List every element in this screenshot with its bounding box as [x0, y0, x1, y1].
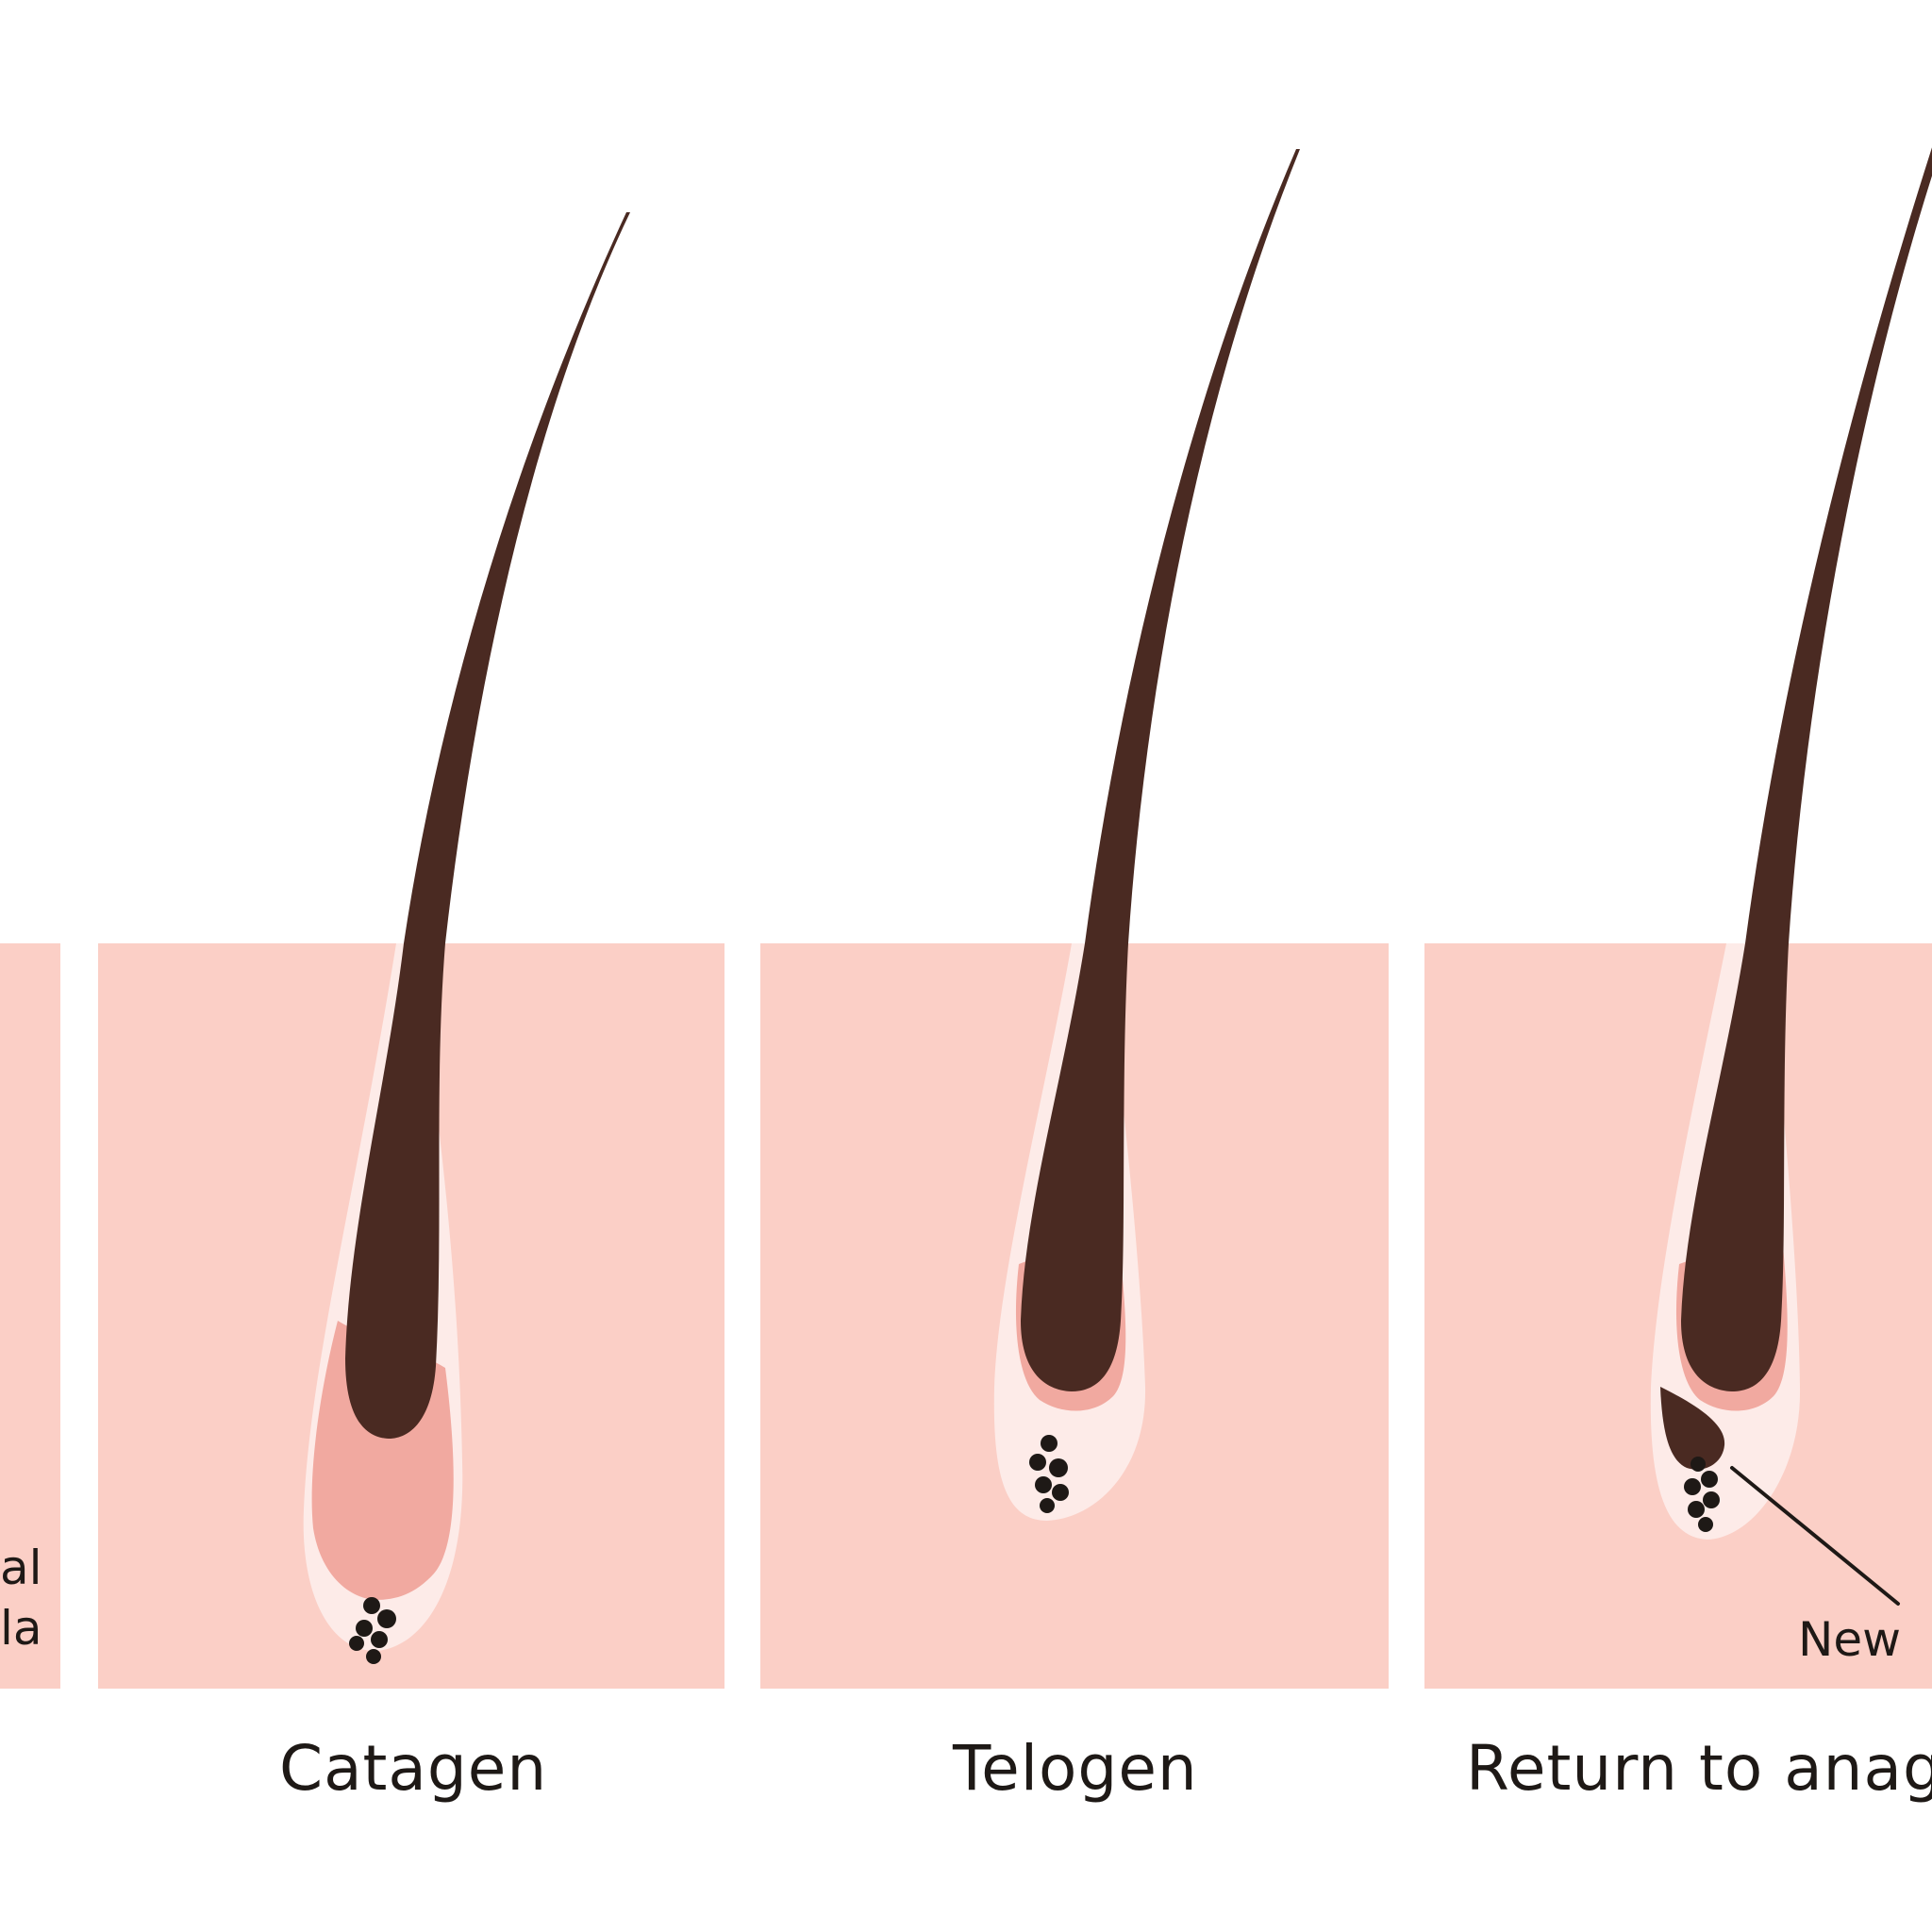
catagen-hair-shaft	[345, 212, 630, 1439]
anagen-papilla-dot	[1703, 1491, 1720, 1508]
anagen-papilla-dot	[1690, 1457, 1706, 1472]
catagen-papilla-dot	[363, 1597, 380, 1614]
stage-label-telogen: Telogen	[953, 1732, 1198, 1805]
new-hair-pointer-line	[1730, 1466, 1900, 1606]
new-hair-bud	[1660, 1387, 1725, 1470]
stage-label-catagen: Catagen	[279, 1732, 548, 1805]
telogen-papilla-dot	[1049, 1458, 1068, 1477]
telogen-papilla-dot	[1029, 1454, 1046, 1471]
left-annotation-line1: al	[0, 1541, 42, 1595]
left-annotation-line2: la	[0, 1601, 42, 1656]
catagen-papilla-dot	[356, 1620, 373, 1637]
anagen-papilla-dot	[1698, 1517, 1713, 1532]
telogen-papilla-dot	[1035, 1476, 1052, 1493]
catagen-papilla-dot	[377, 1609, 396, 1628]
skin-panel-partial	[0, 943, 60, 1689]
catagen-papilla-dot	[371, 1631, 388, 1648]
anagen-papilla-dot	[1701, 1471, 1718, 1488]
stage-label-return-to-anagen: Return to anag	[1466, 1732, 1932, 1805]
catagen-follicle	[303, 212, 630, 1664]
new-hair-label: New	[1798, 1612, 1902, 1667]
telogen-hair-shaft	[1021, 149, 1300, 1391]
catagen-papilla-dot	[366, 1649, 381, 1664]
telogen-papilla-dot	[1052, 1484, 1069, 1501]
telogen-follicle	[993, 149, 1300, 1521]
anagen-hair-shaft	[1681, 147, 1932, 1391]
catagen-papilla-dot	[349, 1636, 364, 1651]
telogen-papilla-dot	[1040, 1498, 1055, 1513]
telogen-papilla-dot	[1041, 1435, 1058, 1452]
anagen-papilla-dot	[1684, 1478, 1701, 1495]
anagen-follicle	[1650, 147, 1932, 1606]
anagen-papilla-dot	[1688, 1501, 1705, 1518]
